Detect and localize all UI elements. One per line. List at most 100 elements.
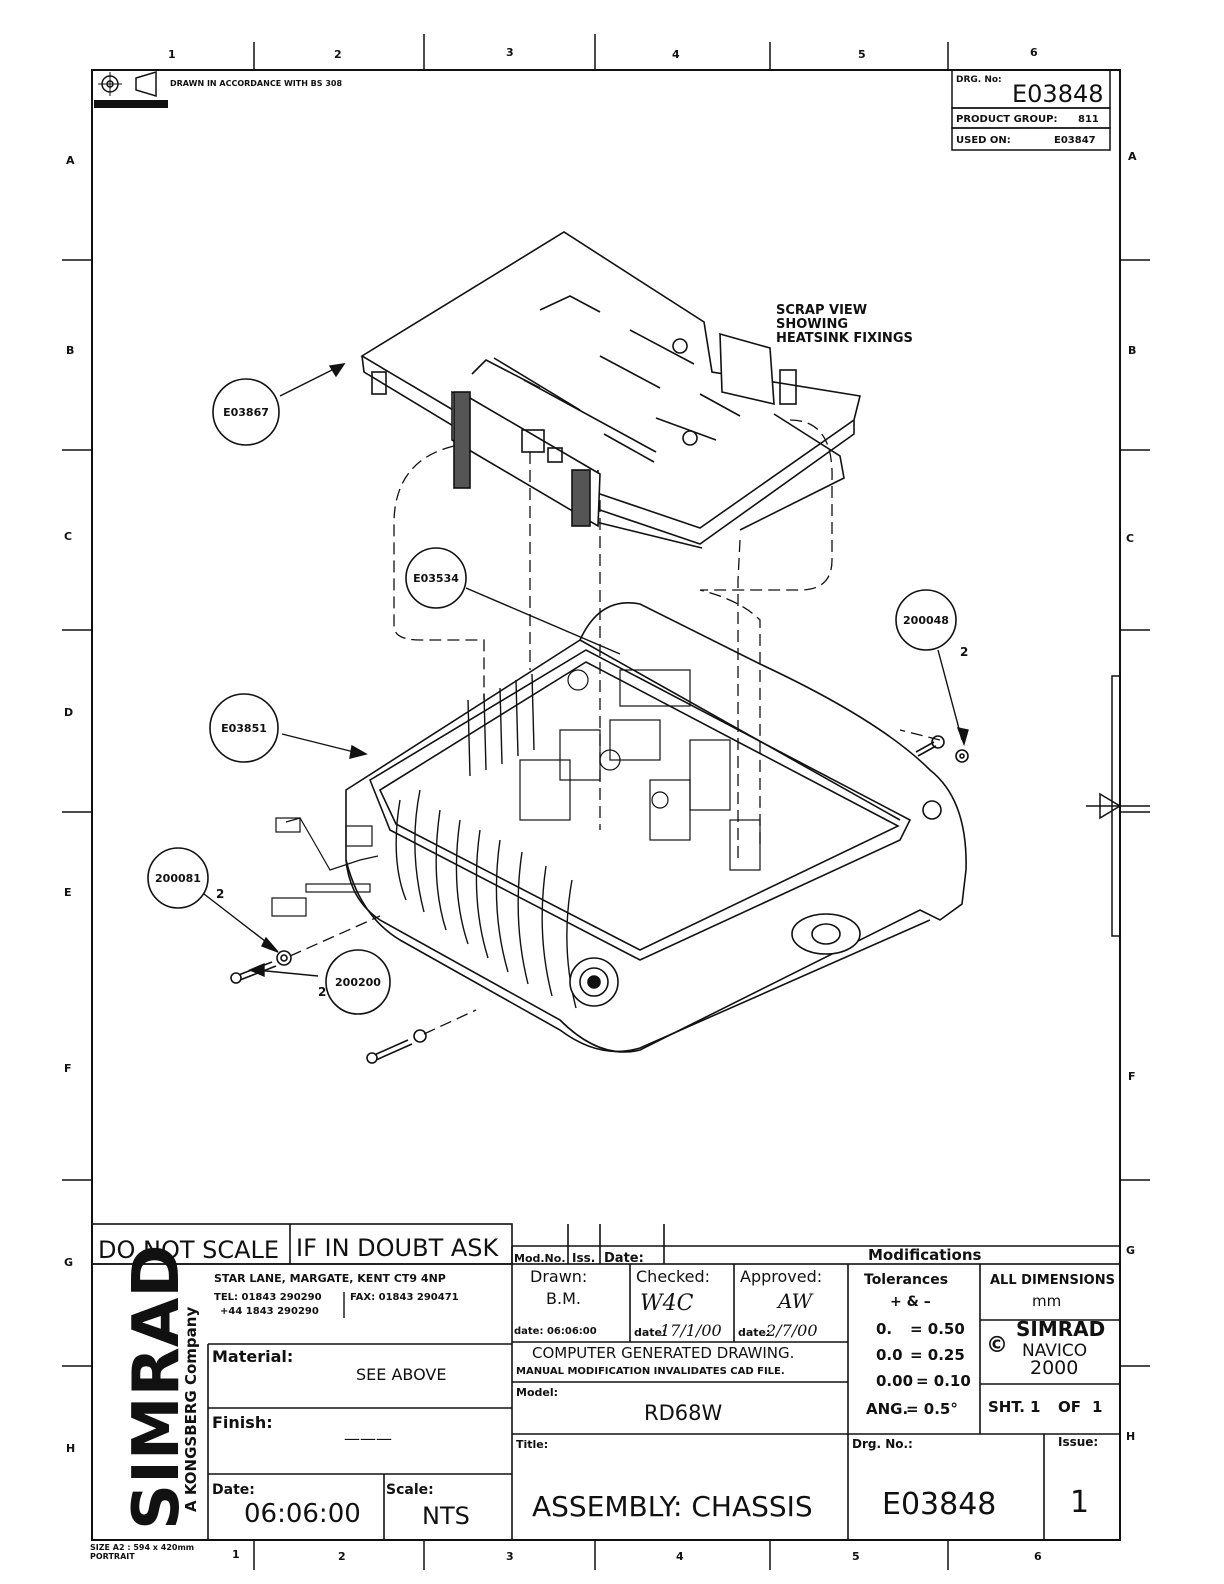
row-label-a: A — [66, 154, 75, 167]
used-on-value: E03847 — [1054, 135, 1096, 146]
row-labels: A B C D E F G H A B C F G H — [64, 150, 1137, 1455]
callout-label: 200081 — [155, 872, 201, 885]
scrap-note-line-2: SHOWING — [776, 317, 848, 332]
tolerances-label: Tolerances — [864, 1272, 948, 1288]
portrait-note: PORTRAIT — [90, 1552, 135, 1561]
copyright-year: 2000 — [1030, 1357, 1078, 1379]
tol-val-1: = 0.25 — [910, 1346, 965, 1364]
tol-val-2: = 0.10 — [916, 1372, 971, 1390]
copyright-brand: SIMRAD — [1016, 1317, 1105, 1341]
sheet-label: SHT. — [988, 1398, 1025, 1416]
checked-date-label: date: — [634, 1326, 666, 1339]
copyright-brand-2: NAVICO — [1022, 1341, 1087, 1361]
tol-key-0: 0. — [876, 1320, 892, 1338]
leader-lines — [203, 363, 969, 978]
row-label-h-r: H — [1126, 1430, 1135, 1443]
material-label: Material: — [212, 1347, 293, 1366]
material-value: SEE ABOVE — [356, 1365, 446, 1384]
drg-no-box: DRG. No: E03848 PRODUCT GROUP: 811 USED … — [951, 69, 1111, 151]
row-label-h: H — [66, 1442, 75, 1455]
row-label-b-r: B — [1128, 344, 1136, 357]
units-value: mm — [1032, 1292, 1061, 1310]
product-group-value: 811 — [1078, 114, 1099, 125]
title-label: Title: — [516, 1438, 548, 1451]
assembly-lines — [289, 419, 941, 1035]
approved-label: Approved: — [740, 1267, 822, 1286]
mod-no-label: Mod.No. — [514, 1252, 566, 1265]
tol-key-1: 0.0 — [876, 1346, 903, 1364]
product-group-label: PRODUCT GROUP: — [956, 114, 1057, 125]
row-label-d: D — [64, 706, 73, 719]
model-value: RD68W — [644, 1401, 722, 1425]
checked-date: 17/1/00 — [660, 1321, 722, 1340]
col-label-2: 2 — [334, 48, 342, 61]
scale-label: Scale: — [386, 1482, 434, 1498]
callout-label: E03534 — [413, 572, 459, 585]
checked-label: Checked: — [636, 1267, 710, 1286]
callout-label: E03851 — [221, 722, 267, 735]
col-label-2b: 2 — [338, 1550, 346, 1563]
col-label-4b: 4 — [676, 1550, 684, 1563]
do-not-scale: DO NOT SCALE — [98, 1236, 279, 1264]
drg-no-bottom-label: Drg. No.: — [852, 1437, 913, 1451]
tolerances-sign: + & – — [890, 1294, 931, 1310]
scrap-note-line-3: HEATSINK FIXINGS — [776, 331, 913, 346]
scale-value: NTS — [422, 1502, 470, 1530]
checked-initials: W4C — [640, 1291, 694, 1316]
sheet-total: 1 — [1092, 1398, 1102, 1416]
all-dimensions-label: ALL DIMENSIONS — [990, 1273, 1115, 1288]
mod-date-label: Date: — [604, 1251, 644, 1266]
issue-label: Issue: — [1058, 1435, 1098, 1449]
row-label-b: B — [66, 344, 74, 357]
finish-value: ——— — [344, 1429, 392, 1448]
callout-label: 200048 — [903, 614, 949, 627]
used-on-label: USED ON: — [956, 135, 1011, 146]
col-label-4: 4 — [672, 48, 680, 61]
callout-label: 200200 — [335, 976, 381, 989]
projection-symbol — [94, 70, 168, 108]
row-label-a-r: A — [1128, 150, 1137, 163]
model-label: Model: — [516, 1386, 558, 1399]
projection-note: DRAWN IN ACCORDANCE WITH BS 308 — [170, 79, 342, 88]
tol-key-2: 0.00 — [876, 1372, 913, 1390]
date-label: Date: — [212, 1482, 255, 1498]
copyright-symbol: © — [986, 1333, 1008, 1358]
zone-ticks — [62, 34, 1150, 1570]
callout-e03867: E03867 — [212, 378, 280, 446]
col-label-3: 3 — [506, 46, 514, 59]
column-labels: 1 2 3 4 5 6 1 2 3 4 5 6 — [168, 46, 1042, 1563]
drawn-label: Drawn: — [530, 1267, 587, 1286]
company-address: STAR LANE, MARGATE, KENT CT9 4NP — [214, 1272, 446, 1285]
row-label-c: C — [64, 530, 72, 543]
row-label-f-r: F — [1128, 1070, 1136, 1083]
scrap-note-line-1: SCRAP VIEW — [776, 303, 867, 318]
chassis-housing — [271, 602, 967, 1053]
drawn-date: date: 06:06:00 — [514, 1326, 597, 1337]
drawn-by: B.M. — [546, 1289, 581, 1308]
finish-label: Finish: — [212, 1413, 273, 1432]
company-tel-intl: +44 1843 290290 — [220, 1306, 319, 1317]
row-label-e: E — [64, 886, 72, 899]
approved-date-label: date: — [738, 1326, 770, 1339]
sheet-size-note: SIZE A2 : 594 x 420mm — [90, 1543, 194, 1552]
callout-label: E03867 — [223, 406, 269, 419]
iss-label: Iss. — [572, 1251, 595, 1265]
issue-value: 1 — [1070, 1485, 1089, 1520]
drg-no-label: DRG. No: — [956, 75, 1002, 85]
col-label-5: 5 — [858, 48, 866, 61]
cad-note-2: MANUAL MODIFICATION INVALIDATES CAD FILE… — [516, 1366, 785, 1377]
approved-initials: AW — [776, 1289, 814, 1313]
col-label-5b: 5 — [852, 1550, 860, 1563]
kongsberg-tagline: A KONGSBERG Company — [182, 1307, 200, 1512]
callout-200200: 200200 2 — [318, 949, 391, 1015]
col-label-6: 6 — [1030, 46, 1038, 59]
company-tel: TEL: 01843 290290 — [214, 1292, 322, 1303]
row-label-c-r: C — [1126, 532, 1134, 545]
tol-val-0: = 0.50 — [910, 1320, 965, 1338]
tol-val-3: = 0.5° — [906, 1400, 958, 1418]
col-label-3b: 3 — [506, 1550, 514, 1563]
if-in-doubt-ask: IF IN DOUBT ASK — [296, 1234, 500, 1262]
tol-key-3: ANG. — [866, 1400, 908, 1418]
callout-e03851: E03851 — [209, 693, 279, 763]
